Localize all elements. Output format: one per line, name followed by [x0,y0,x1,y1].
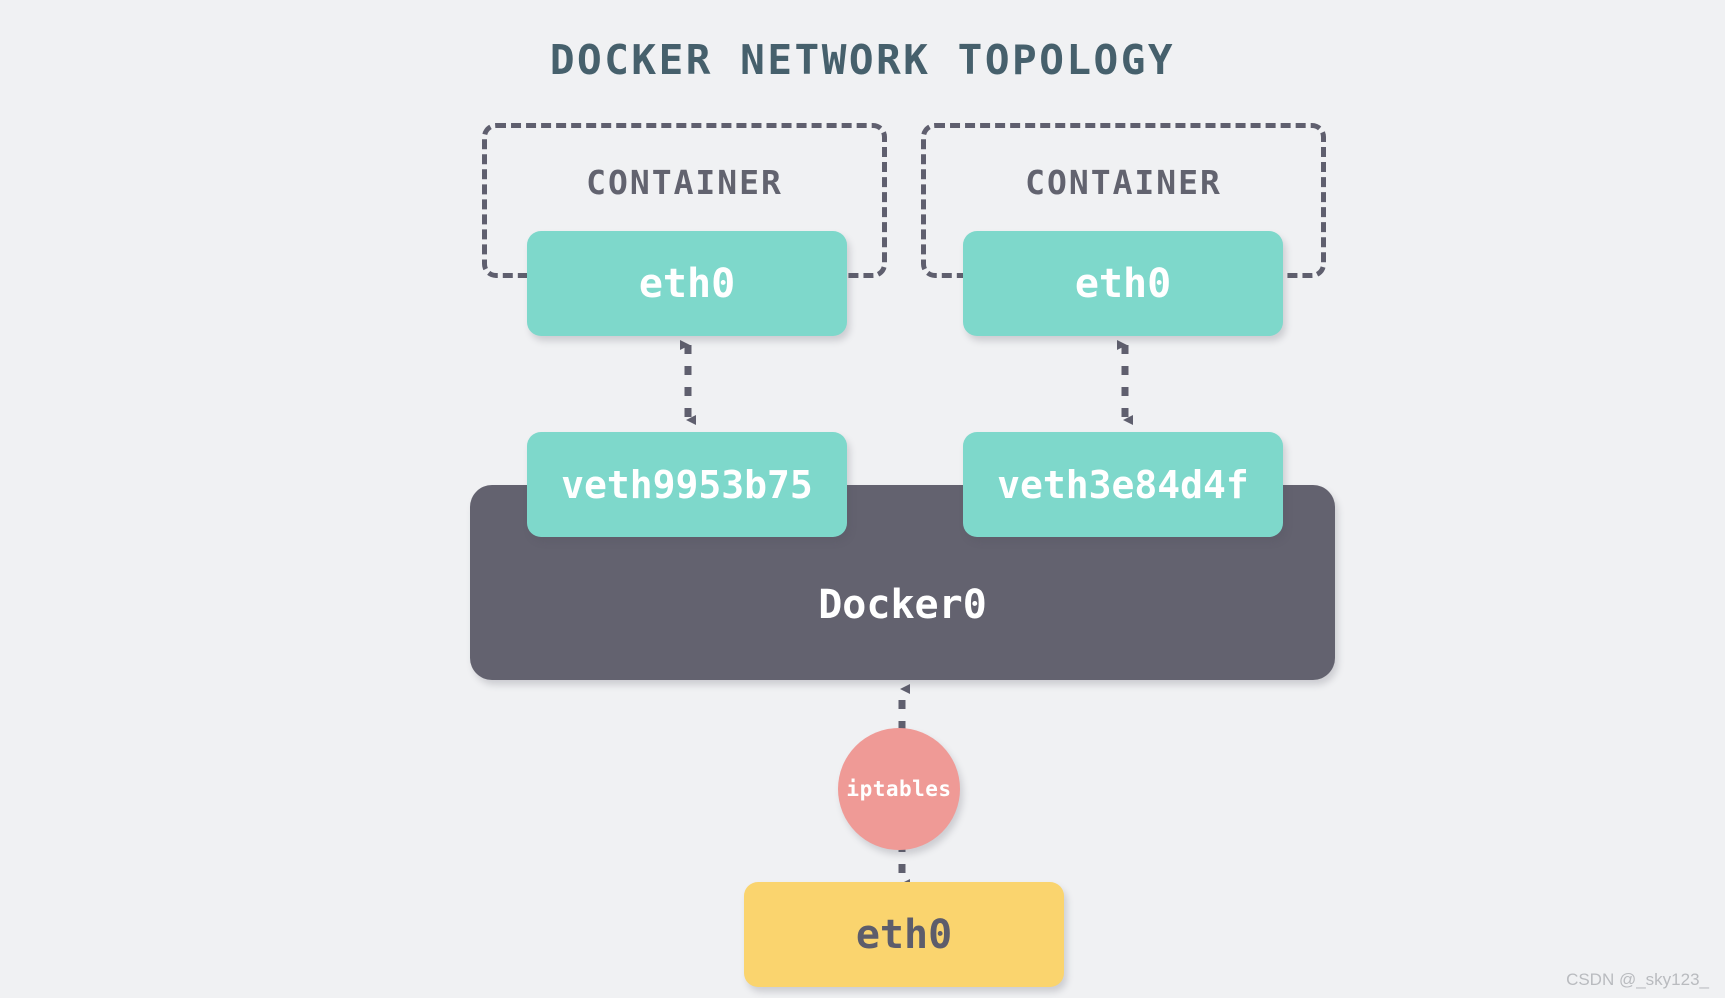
page-title: DOCKER NETWORK TOPOLOGY [549,36,1176,84]
container-label-left: CONTAINER [586,163,783,202]
veth-left-label: veth9953b75 [561,462,813,507]
container-right-eth0[interactable]: eth0 [963,231,1283,336]
host-eth0[interactable]: eth0 [744,882,1064,987]
host-eth0-label: eth0 [855,911,953,958]
iptables-node[interactable]: iptables [838,728,960,850]
veth-right-label: veth3e84d4f [997,462,1249,507]
watermark: CSDN @_sky123_ [1566,970,1709,989]
bridge-docker0-label: Docker0 [818,582,987,628]
container-right-eth0-label: eth0 [1074,260,1172,307]
veth-left[interactable]: veth9953b75 [527,432,847,537]
container-label-right: CONTAINER [1025,163,1222,202]
iptables-label: iptables [846,777,952,801]
container-left-eth0-label: eth0 [638,260,736,307]
container-left-eth0[interactable]: eth0 [527,231,847,336]
veth-right[interactable]: veth3e84d4f [963,432,1283,537]
